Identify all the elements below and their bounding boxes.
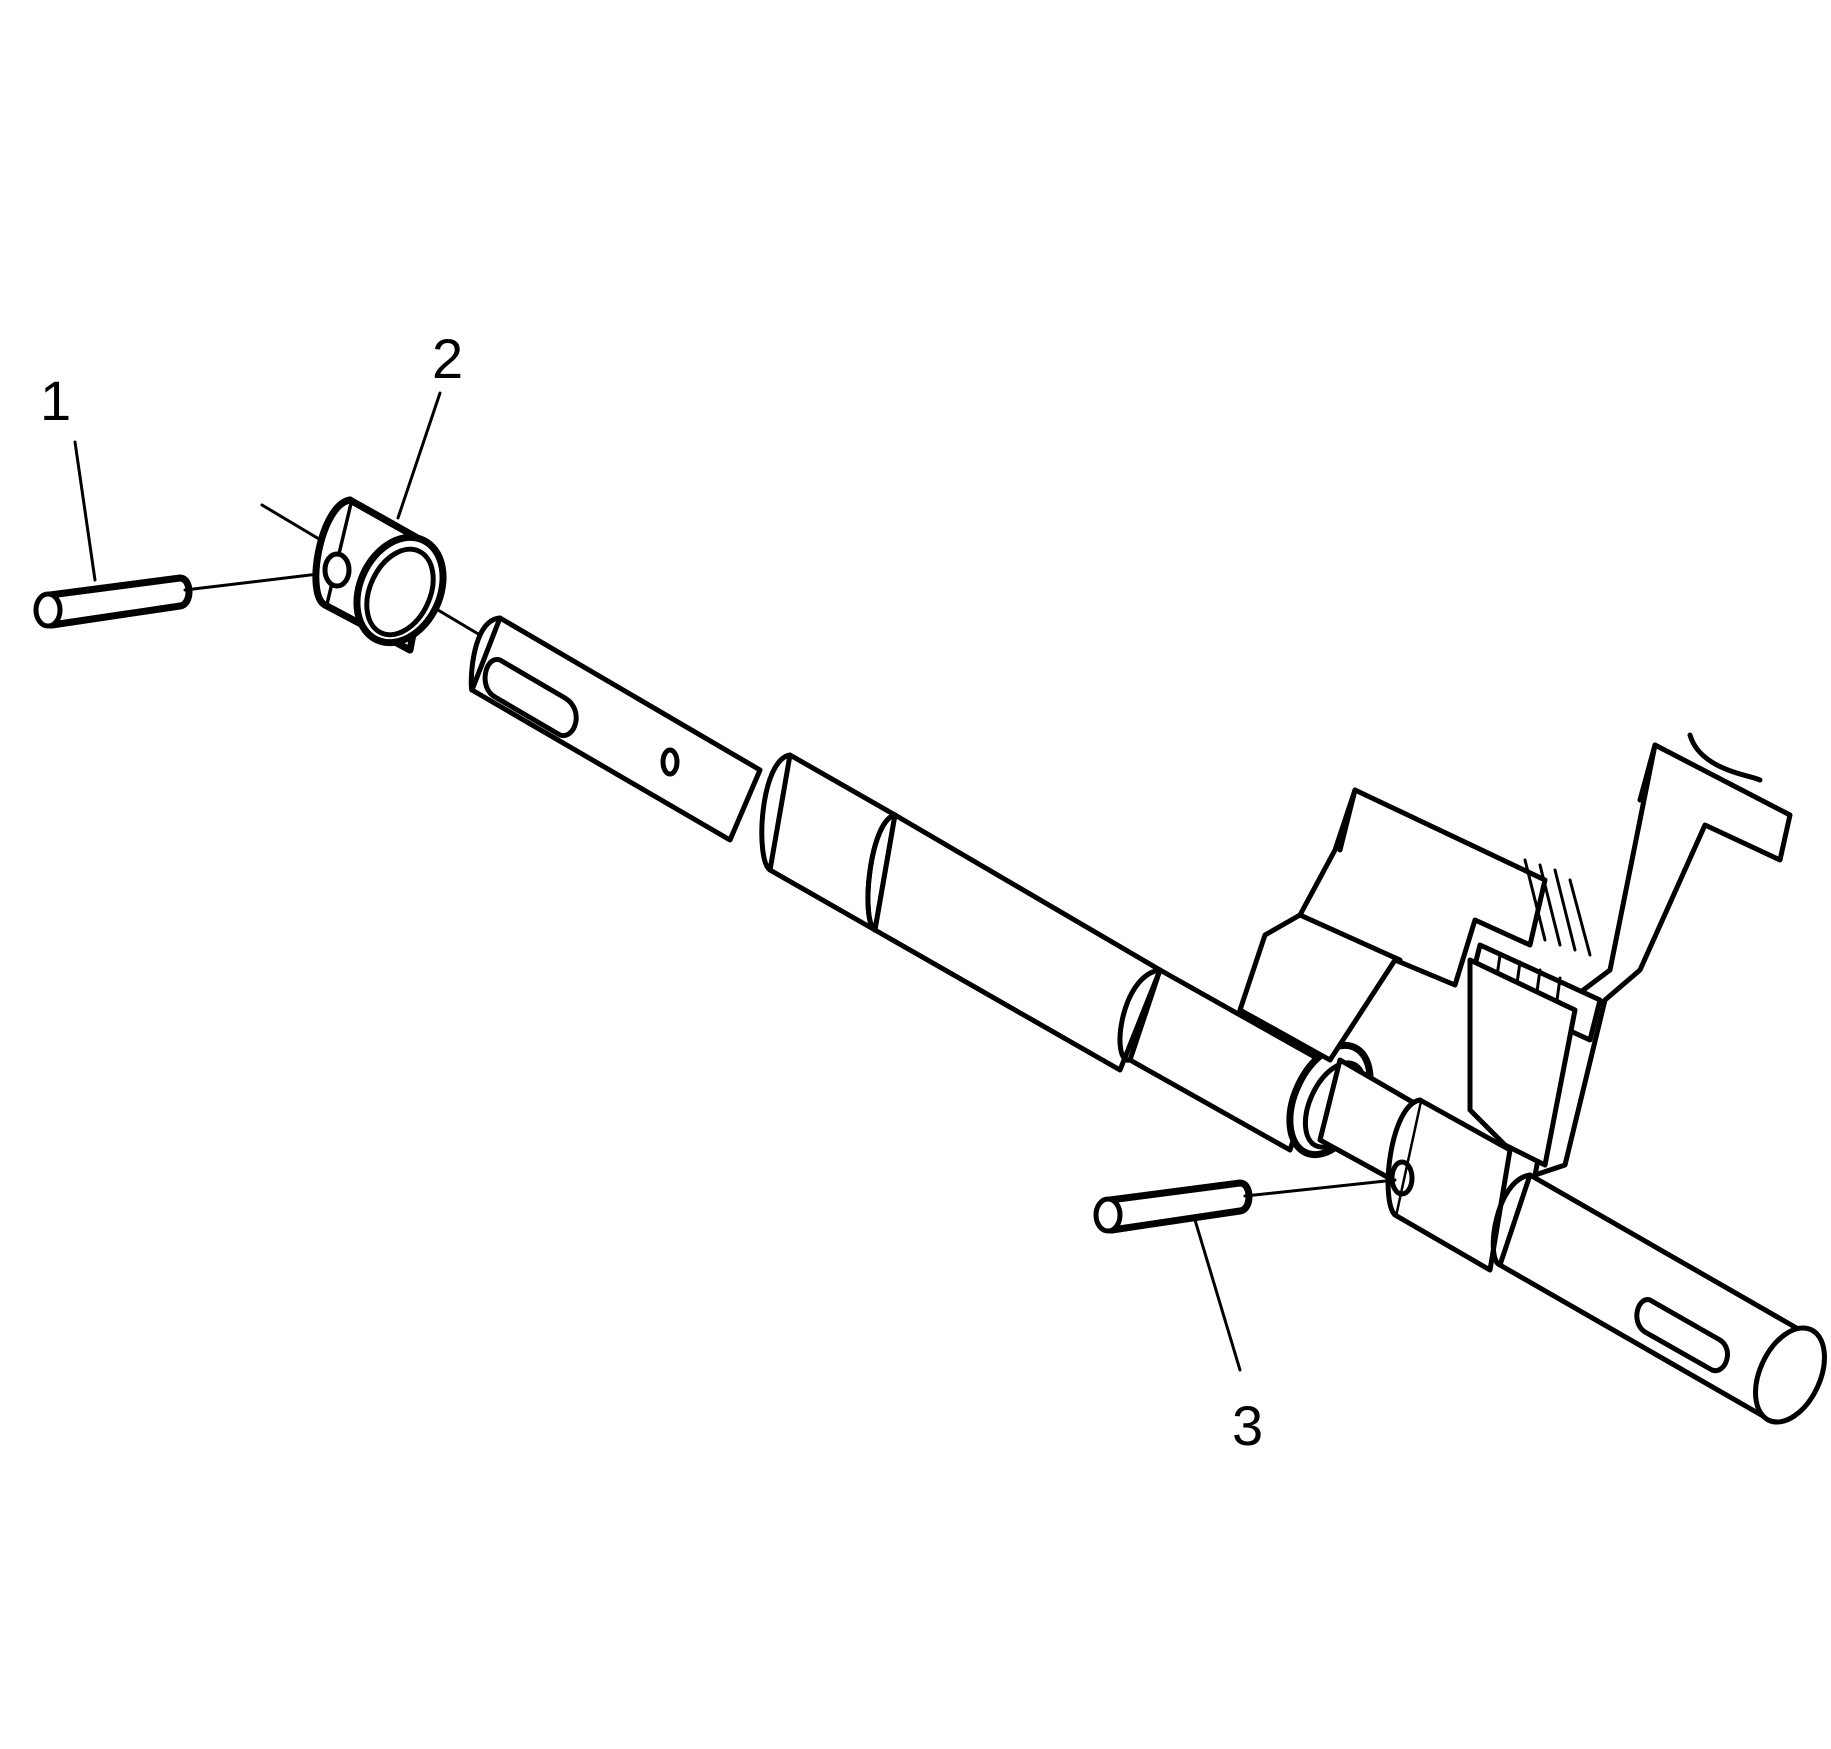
callout-3: 3 (1232, 1394, 1263, 1457)
roll-pin-3 (1093, 1178, 1397, 1234)
callout-2: 2 (432, 327, 463, 390)
shift-shaft (468, 615, 1827, 1425)
leader-line-2 (396, 391, 442, 520)
roll-pin-1 (33, 570, 337, 629)
collar-2 (260, 496, 482, 654)
callout-1: 1 (40, 369, 71, 432)
shift-fork-bracket (1237, 732, 1793, 1178)
leader-line-3 (1193, 1218, 1242, 1372)
leader-line-1 (73, 440, 97, 582)
